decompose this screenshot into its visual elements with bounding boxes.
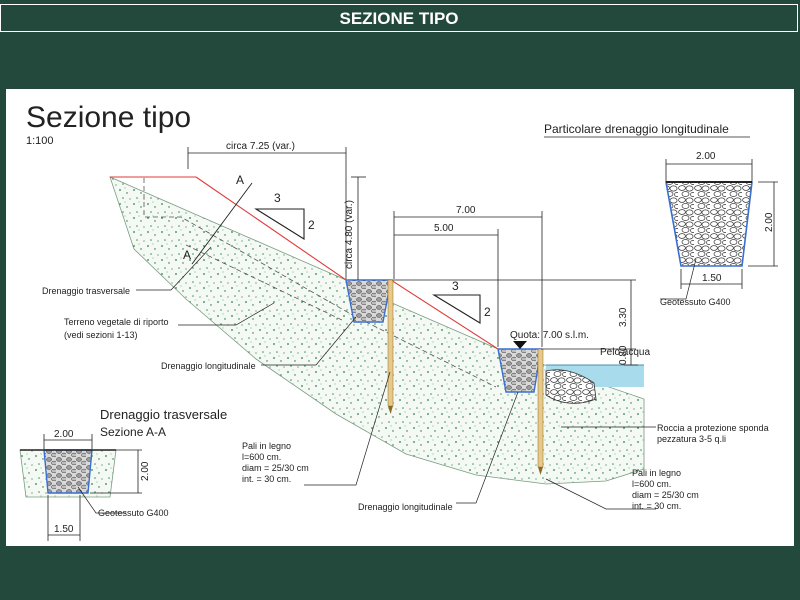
section-mark-top: A xyxy=(236,173,244,187)
wooden-pole-upper-tip xyxy=(388,406,393,414)
dim-circa-width-label: circa 7.25 (var.) xyxy=(226,141,295,152)
drain-trench-dashed xyxy=(143,178,497,388)
trasv-top-width: 2.00 xyxy=(54,429,74,440)
trasv-geotextile-leader xyxy=(77,486,126,514)
leader-lines xyxy=(136,246,656,510)
drawing-heading: Sezione tipo xyxy=(26,101,191,134)
detail-bottom-width: 1.50 xyxy=(702,273,722,284)
dimension-5-00 xyxy=(394,229,499,347)
slide-title: SEZIONE TIPO xyxy=(0,4,798,32)
dim-circa-height-label: circa 4.80 (var.) xyxy=(344,200,355,269)
trasv-subtitle: Sezione A-A xyxy=(100,425,166,439)
embankment-soil xyxy=(109,176,645,485)
terrain-dashed xyxy=(185,244,345,322)
cross-section-drawing: Sezione tipo 1:100 A A 3 2 3 2 circa 7.2… xyxy=(19,101,778,541)
dim-330-label: 3.30 xyxy=(618,307,629,327)
trasv-geotextile-label: Geotessuto G400 xyxy=(98,508,169,518)
dim-5-label: 5.00 xyxy=(434,223,454,234)
trasv-bottom-width: 1.50 xyxy=(54,524,74,535)
label-terreno-1: Terreno vegetale di riporto xyxy=(64,317,169,327)
pali-2-line-3: diam = 25/30 cm xyxy=(632,490,699,500)
detail-height: 2.00 xyxy=(764,212,775,232)
water-label: Pelo acqua xyxy=(600,347,650,358)
label-terreno-2: (vedi sezioni 1-13) xyxy=(64,330,138,340)
detail-dimension-top xyxy=(665,159,753,181)
pali-2-line-4: int. = 30 cm. xyxy=(632,501,681,511)
pali-2-line-1: Pali in legno xyxy=(632,468,681,478)
trasv-dimension-top xyxy=(43,434,93,449)
technical-drawing: Sezione tipo 1:100 A A 3 2 3 2 circa 7.2… xyxy=(6,89,794,546)
slope-v-1: 2 xyxy=(308,218,315,232)
section-mark-bottom: A xyxy=(183,248,191,262)
upper-longitudinal-drain xyxy=(345,279,392,323)
dim-080-label: 0.80 xyxy=(618,345,629,365)
trasv-dimension-bottom xyxy=(47,495,81,541)
label-drenaggio-longitudinale-upper: Drenaggio longitudinale xyxy=(161,361,256,371)
detail-title: Particolare drenaggio longitudinale xyxy=(544,122,729,136)
label-roccia-1: Roccia a protezione sponda xyxy=(657,423,769,433)
quota-label: Quota: 7.00 s.l.m. xyxy=(510,330,589,341)
detail-drain-section xyxy=(665,181,753,267)
detail-dimension-bottom xyxy=(680,269,743,289)
trasv-dimension-height xyxy=(90,449,142,494)
slope-v-2: 2 xyxy=(484,305,491,319)
drawing-scale: 1:100 xyxy=(26,135,54,147)
pali-1-line-4: int. = 30 cm. xyxy=(242,474,291,484)
detail-dimension-height xyxy=(748,181,778,267)
detail-top-width: 2.00 xyxy=(696,151,716,162)
slope-h-1: 3 xyxy=(274,191,281,205)
detail-geotextile-leader xyxy=(660,258,697,300)
label-drenaggio-trasversale: Drenaggio trasversale xyxy=(42,286,130,296)
trasv-height: 2.00 xyxy=(140,461,151,481)
slope-triangle-lower xyxy=(432,294,481,324)
label-drenaggio-longitudinale-lower: Drenaggio longitudinale xyxy=(358,502,453,512)
slope-h-2: 3 xyxy=(452,279,459,293)
rock-protection xyxy=(545,369,597,404)
dim-7-label: 7.00 xyxy=(456,205,476,216)
detail-geotextile-label: Geotessuto G400 xyxy=(660,297,731,307)
lower-longitudinal-drain xyxy=(497,348,542,393)
dimension-circa-height xyxy=(351,176,366,280)
section-line-a-a xyxy=(191,182,253,265)
dimension-circa-width xyxy=(187,147,347,279)
dimension-7-00 xyxy=(393,211,543,347)
wooden-pole-lower-tip xyxy=(538,467,543,475)
quota-marker-icon xyxy=(513,341,527,349)
wooden-pole-lower xyxy=(537,348,544,468)
pali-1-line-2: l=600 cm. xyxy=(242,452,281,462)
trasv-drain-section xyxy=(43,449,93,494)
pali-2-line-2: l=600 cm. xyxy=(632,479,671,489)
slope-triangle-upper xyxy=(254,208,305,240)
label-roccia-2: pezzatura 3-5 q.li xyxy=(657,434,726,444)
trasv-title: Drenaggio trasversale xyxy=(100,407,227,422)
pali-1-line-1: Pali in legno xyxy=(242,441,291,451)
dimension-vertical-right xyxy=(392,279,638,366)
wooden-pole-upper xyxy=(387,279,394,407)
pali-1-line-3: diam = 25/30 cm xyxy=(242,463,309,473)
